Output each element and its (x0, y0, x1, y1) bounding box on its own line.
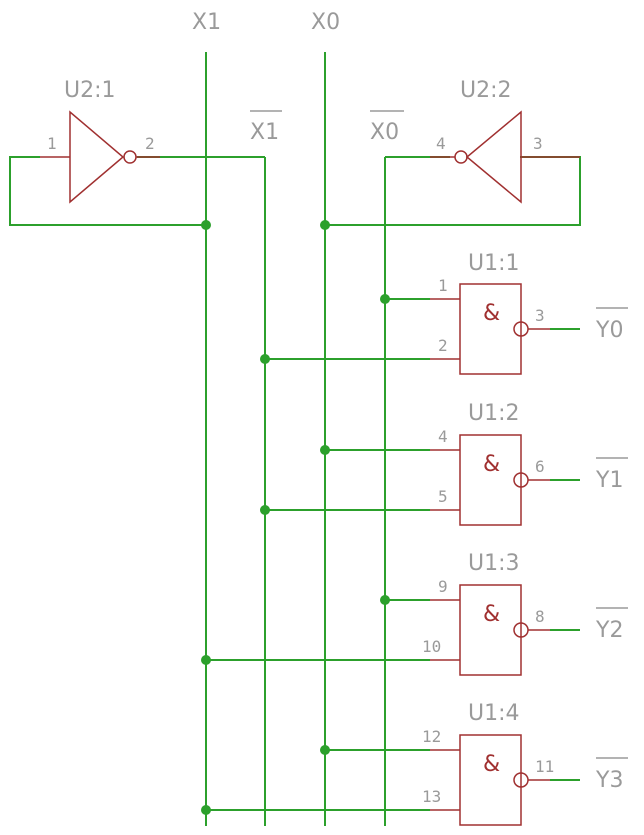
and-symbol: & (483, 301, 500, 326)
junction-dot (201, 805, 211, 815)
part-ref-u1-4: U1:4 (468, 701, 520, 726)
u2-2-input-wire (325, 156, 581, 226)
pin-number: 4 (438, 427, 448, 446)
pin-number: 9 (438, 577, 448, 596)
nand-gate-u1-4: & U1:4 12 13 11 Y3 (422, 701, 628, 826)
and-symbol: & (483, 452, 500, 477)
junction-dot (320, 745, 330, 755)
u2-1-input-wire (9, 156, 206, 226)
part-ref-u1-3: U1:3 (468, 551, 520, 576)
nand-gate-u1-1: & U1:1 1 2 3 Y0 (430, 251, 628, 375)
junctions (201, 220, 390, 815)
junction-dot (201, 220, 211, 230)
gate-body (459, 734, 522, 826)
pin-number: 3 (535, 306, 545, 325)
gate-body (459, 283, 522, 375)
and-symbol: & (483, 752, 500, 777)
and-symbol: & (483, 602, 500, 627)
pin-number: 2 (145, 134, 155, 153)
output-label-y2: Y2 (595, 618, 623, 643)
input-label-x0: X0 (311, 10, 340, 35)
inverter-triangle (465, 110, 522, 204)
output-label-y3: Y3 (595, 768, 623, 793)
pin-number: 10 (422, 637, 441, 656)
junction-dot (380, 294, 390, 304)
label-x0-bar: X0 (370, 120, 399, 145)
inversion-bubble (123, 150, 137, 164)
inverter-triangle (69, 110, 125, 204)
pin-number: 4 (436, 134, 446, 153)
pin-number: 1 (47, 134, 57, 153)
gate-body (459, 434, 522, 526)
inverter-u2-1: U2:1 1 2 (40, 78, 160, 204)
nand-gate-u1-3: & U1:3 9 10 8 Y2 (422, 551, 628, 676)
pin-number: 12 (422, 727, 441, 746)
part-ref-u1-2: U1:2 (468, 401, 520, 426)
junction-dot (260, 354, 270, 364)
inversion-bubble (454, 150, 468, 164)
junction-dot (260, 505, 270, 515)
pin-number: 8 (535, 607, 545, 626)
junction-dot (201, 655, 211, 665)
input-label-x1: X1 (192, 10, 221, 35)
pin-number: 1 (438, 276, 448, 295)
pin-number: 11 (535, 757, 554, 776)
junction-dot (320, 220, 330, 230)
pin-number: 2 (438, 336, 448, 355)
gate-body (459, 584, 522, 676)
junction-dot (380, 595, 390, 605)
pin-number: 6 (535, 457, 545, 476)
nand-gate-u1-2: & U1:2 4 5 6 Y1 (430, 401, 628, 526)
part-ref-u2-2: U2:2 (460, 78, 512, 103)
pin-number: 3 (533, 134, 543, 153)
inverter-u2-2: U2:2 3 4 (430, 78, 580, 204)
junction-dot (320, 445, 330, 455)
part-ref-u2-1: U2:1 (64, 78, 116, 103)
part-ref-u1-1: U1:1 (468, 251, 520, 276)
output-label-y0: Y0 (595, 318, 623, 343)
label-x1-bar: X1 (250, 120, 279, 145)
pin-number: 13 (422, 787, 441, 806)
pin-number: 5 (438, 487, 448, 506)
output-label-y1: Y1 (595, 468, 623, 493)
